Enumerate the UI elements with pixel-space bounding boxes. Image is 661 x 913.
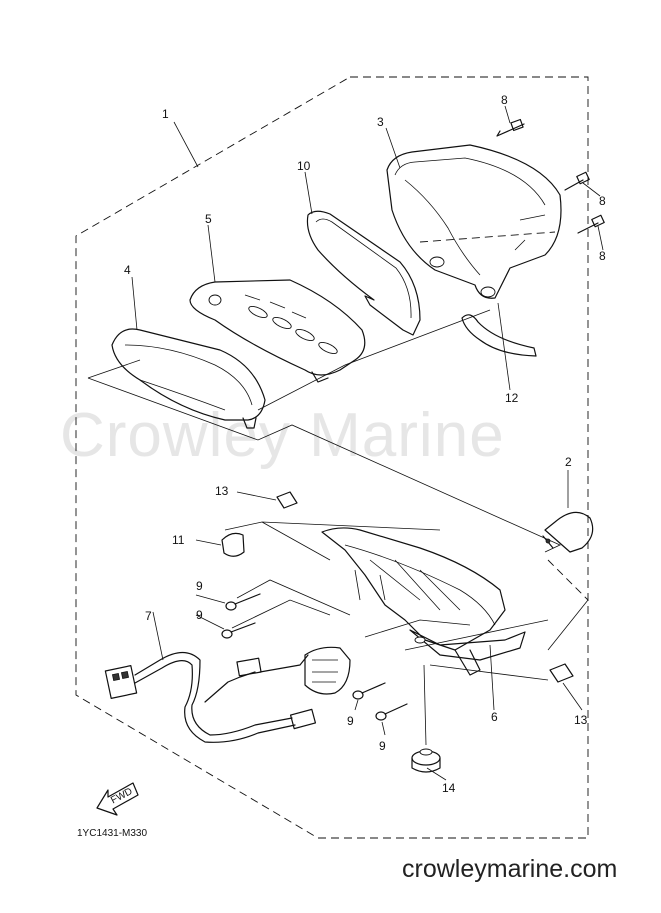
part-13-clip-nuts [276,491,574,683]
group-outline-upper [87,309,561,553]
callout-9-a: 9 [196,579,203,593]
callout-2: 2 [565,455,572,469]
callout-8-c: 8 [599,249,606,263]
callout-4: 4 [124,263,131,277]
part-11-damper [221,532,245,557]
callout-8-a: 8 [501,93,508,107]
alignment-line-lens [419,231,556,243]
site-name: crowleymarine.com [402,855,618,883]
callout-12: 12 [505,391,519,405]
callout-3: 3 [377,115,384,129]
diagram-code: 1YC1431-M330 [77,828,147,839]
callout-5: 5 [205,212,212,226]
part-7-wire-harness [104,646,351,743]
callout-1: 1 [162,107,169,121]
callout-11: 11 [172,533,185,547]
part-8-screws [496,118,605,234]
part-4-reflector-cover [111,328,266,429]
part-2-bulb [542,511,594,553]
callout-9-c: 9 [347,714,354,728]
callout-10: 10 [297,159,311,173]
part-12-lens-strip [461,314,537,357]
callout-6: 6 [491,710,498,724]
group-outline-lower [224,521,589,681]
callout-7: 7 [145,609,152,623]
part-9-screws [221,593,408,721]
part-3-lens-housing [386,144,562,299]
alignment-line-base [547,559,589,601]
callout-13-b: 13 [574,713,588,727]
part-14-grommet [411,748,441,773]
part-10-gasket [306,210,421,336]
callout-labels: 1 2 3 4 5 6 7 8 8 8 9 9 9 9 10 11 12 13 … [124,93,606,795]
callout-14: 14 [442,781,456,795]
callout-9-b: 9 [196,608,203,622]
callout-9-d: 9 [379,739,386,753]
fwd-label: FWD [109,786,134,806]
callout-8-b: 8 [599,194,606,208]
leader-lines [131,105,604,781]
part-5-inner-lens [189,279,366,383]
fwd-arrow: FWD [96,782,139,816]
part-6-lamp-base [321,527,526,676]
watermark: Crowley Marine [60,401,505,470]
assembly-boundary [75,76,589,839]
callout-13-a: 13 [215,484,229,498]
